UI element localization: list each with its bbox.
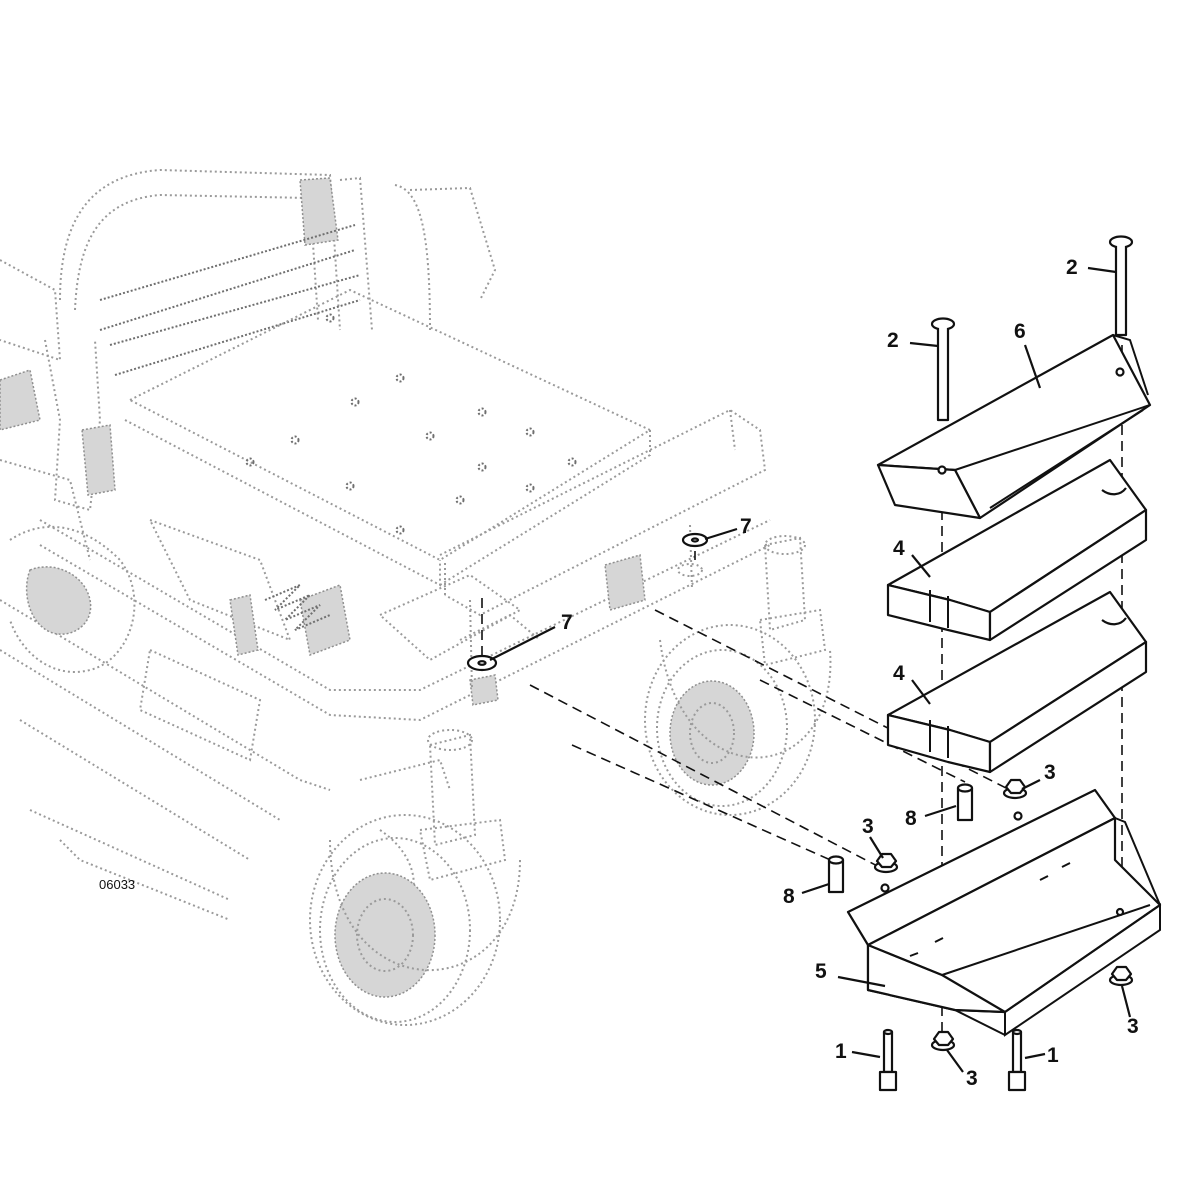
part-2-carriage-bolt-left [930,317,956,422]
part-3-flange-nut-a [1002,778,1028,800]
part-3-flange-nut-d [1108,965,1134,987]
part-6-weight-cover [876,333,1152,520]
callout-3-upper: 3 [1044,761,1056,784]
callout-1-left: 1 [835,1040,847,1063]
part-8-spacer-left [827,855,845,894]
callout-3-bottom: 3 [966,1067,978,1090]
callout-4-lower: 4 [893,662,905,685]
callout-8-right: 8 [905,807,917,830]
part-1-bolt-right [1007,1028,1027,1092]
part-2-carriage-bolt-right [1108,235,1134,337]
callout-4-upper: 4 [893,537,905,560]
callout-6: 6 [1014,320,1026,343]
callout-5: 5 [815,960,827,983]
part-3-flange-nut-b [873,852,899,874]
part-3-flange-nut-c [930,1030,956,1052]
part-1-bolt-left [878,1028,898,1092]
callout-7-upper: 7 [740,515,752,538]
part-8-spacer-right [956,783,974,822]
part-7-washer-upper [681,532,709,548]
figure-number: 06033 [99,877,135,892]
callout-3-right: 3 [1127,1015,1139,1038]
callout-leaders [489,266,1132,1073]
callout-1-right: 1 [1047,1044,1059,1067]
callout-7-lower: 7 [561,611,573,634]
part-5-weight-bracket [846,788,1162,1037]
callout-8-left: 8 [783,885,795,908]
callout-labels: 2 2 6 4 4 3 3 8 8 5 1 1 3 3 7 7 06033 [99,256,1139,1090]
part-7-washer-lower [466,654,498,672]
callout-2-right: 2 [1066,256,1078,279]
part-4-weight-upper [886,458,1148,642]
part-4-weight-lower [886,590,1148,774]
callout-3-middle: 3 [862,815,874,838]
callout-2-left: 2 [887,329,899,352]
mower-ghost-outline [0,168,832,1026]
